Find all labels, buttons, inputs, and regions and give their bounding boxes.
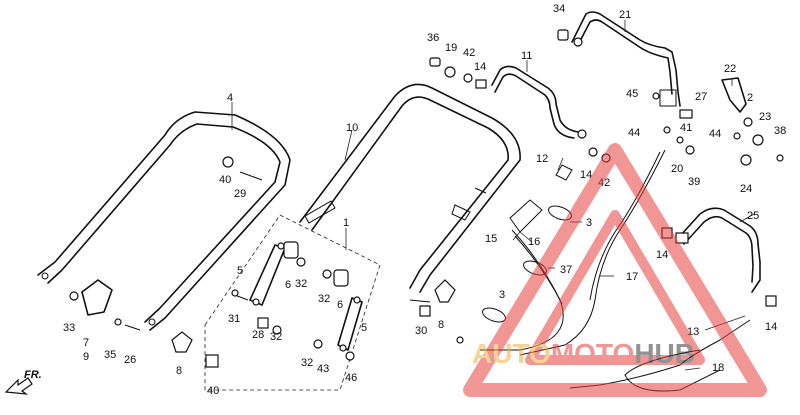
label-14-middle: 14: [580, 169, 592, 181]
watermark-triangle-icon: [463, 143, 767, 397]
label-34: 34: [553, 3, 565, 15]
label-14-right: 14: [656, 249, 668, 261]
label-38: 38: [774, 125, 786, 137]
label-27: 27: [695, 91, 707, 103]
inset-detail-box: [204, 214, 381, 391]
label-8-left: 8: [176, 365, 182, 377]
label-9: 9: [83, 351, 89, 363]
label-3-upper: 3: [586, 217, 592, 229]
label-12: 12: [536, 153, 548, 165]
label-23: 23: [759, 111, 771, 123]
label-32-a: 32: [295, 278, 307, 290]
watermark-inner-triangle-icon: [525, 210, 705, 365]
watermark-word-hub: HUB: [634, 338, 695, 369]
label-31: 31: [228, 313, 240, 325]
label-14-top: 14: [474, 61, 486, 73]
label-14-far-right: 14: [765, 321, 777, 333]
label-19: 19: [445, 42, 457, 54]
label-25: 25: [747, 210, 759, 222]
label-24: 24: [740, 183, 752, 195]
watermark-word-moto: MOTO: [551, 338, 634, 369]
label-29: 29: [234, 188, 246, 200]
label-20: 20: [671, 163, 683, 175]
watermark: AUTOMOTOHUB: [463, 143, 767, 397]
label-5-upper: 5: [237, 265, 243, 277]
label-26: 26: [124, 354, 136, 366]
label-40-lower: 40: [207, 385, 219, 397]
label-46: 46: [345, 372, 357, 384]
label-30: 30: [415, 325, 427, 337]
label-35: 35: [104, 349, 116, 361]
label-11: 11: [521, 50, 532, 62]
label-5-lower: 5: [361, 322, 367, 334]
front-label: FR.: [24, 369, 42, 381]
label-4: 4: [227, 92, 233, 104]
label-42-top: 42: [463, 47, 475, 59]
label-21: 21: [619, 9, 631, 21]
label-32-b: 32: [318, 293, 330, 305]
label-1: 1: [343, 217, 349, 229]
label-28: 28: [252, 329, 264, 341]
label-32-d: 32: [301, 357, 313, 369]
label-33: 33: [63, 322, 75, 334]
label-36: 36: [427, 32, 439, 44]
watermark-word-auto: AUTO: [472, 338, 551, 369]
upper-handle-part-10: [299, 83, 521, 293]
label-6-lower: 6: [337, 299, 343, 311]
direction-arrow-icon: [4, 377, 33, 395]
label-41: 41: [680, 122, 692, 134]
label-17: 17: [626, 271, 638, 283]
label-16: 16: [528, 236, 540, 248]
rod-part-21: [571, 11, 681, 107]
label-10: 10: [346, 122, 358, 134]
svg-text:AUTOMOTOHUB: AUTOMOTOHUB: [472, 338, 695, 369]
label-37: 37: [560, 264, 572, 276]
label-40-upper: 40: [219, 174, 231, 186]
label-22: 22: [724, 63, 736, 75]
label-8-right: 8: [438, 319, 444, 331]
label-44-left: 44: [628, 127, 640, 139]
rod-part-25: [675, 207, 761, 293]
label-2: 2: [747, 92, 753, 104]
rod-part-11: [491, 65, 587, 139]
lower-handle-part-4: [37, 111, 291, 331]
label-18: 18: [712, 362, 724, 374]
label-43: 43: [317, 363, 329, 375]
label-6-upper: 6: [285, 279, 291, 291]
part-labels: 1 2 3 3 4 5 5 6 6 7 8 8 9 10 11 12 13 14…: [63, 3, 786, 397]
label-45: 45: [626, 88, 638, 100]
front-direction-indicator: FR.: [4, 369, 42, 395]
label-7: 7: [83, 337, 89, 349]
label-15: 15: [485, 233, 497, 245]
label-3-lower: 3: [499, 289, 505, 301]
label-32-c: 32: [270, 331, 282, 343]
label-44-right: 44: [709, 128, 721, 140]
label-39: 39: [688, 176, 700, 188]
